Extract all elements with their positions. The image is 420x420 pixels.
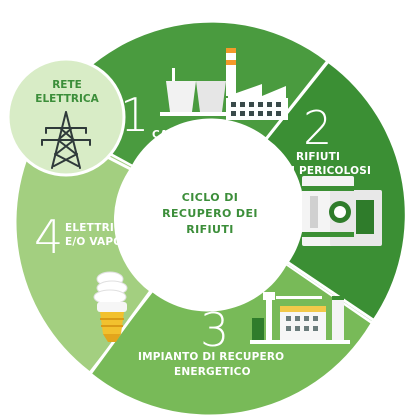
center-title-line2: RECUPERO DEI (162, 207, 258, 220)
paper-mill-icon (160, 48, 288, 120)
waste-bales-icon (302, 176, 382, 246)
center-title-line3: RIFIUTI (186, 223, 234, 236)
stage-label-rifiuti-1: RIFIUTI (296, 151, 341, 163)
center-title: CICLO DI RECUPERO DEI RIFIUTI (150, 190, 270, 238)
center-title-line1: CICLO DI (181, 191, 239, 204)
segment-impianto (90, 265, 371, 415)
grid-node-label-line1: RETE (52, 79, 82, 91)
stage-number-2: 2 (303, 101, 333, 155)
light-bulb-icon (93, 271, 128, 342)
stage-label-impianto-1: IMPIANTO DI RECUPERO (138, 351, 285, 363)
power-pylon-icon (41, 111, 91, 169)
center-circle (146, 145, 274, 273)
stage-number-4: 4 (34, 210, 64, 264)
stage-label-elettricita-2: E/O VAPORE (65, 236, 139, 248)
stage-label-impianto-2: ENERGETICO (174, 366, 251, 378)
stage-number-1: 1 (120, 88, 150, 142)
grid-node-bubble (6, 57, 126, 177)
grid-node-label: RETE ELETTRICA (22, 78, 112, 106)
grid-node-label-line2: ELETTRICA (35, 93, 99, 105)
energy-plant-icon (250, 292, 350, 344)
stage-label-cartiera: CARTIERA (152, 129, 212, 141)
stage-label-rifiuti-2: NON PERICOLOSI (268, 165, 372, 177)
stage-label-elettricita-1: ELETTRICITÀ (65, 222, 141, 234)
stage-number-3: 3 (200, 303, 230, 357)
